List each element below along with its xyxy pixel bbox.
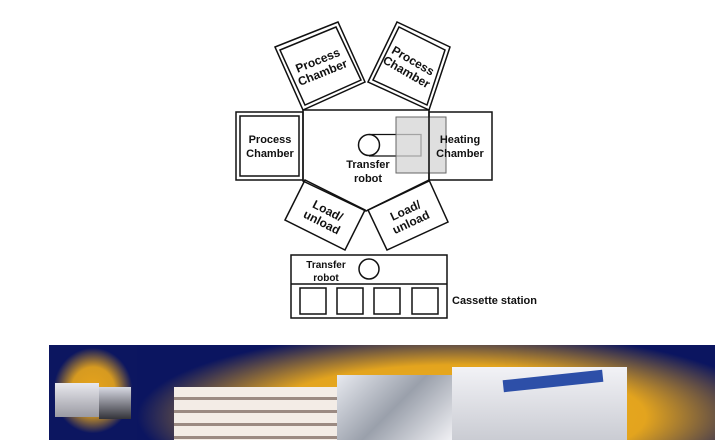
chamber-label: Chamber: [246, 148, 294, 160]
robot-label: Transfer: [306, 260, 346, 271]
robot-label: robot: [354, 173, 382, 185]
equipment-photo-small: [49, 345, 137, 440]
cassette-slot: [336, 287, 364, 315]
cassette-station: Transfer robot Cassette station: [290, 254, 537, 319]
chamber-label: Process: [249, 134, 292, 146]
cassette-slot: [411, 287, 439, 315]
process-chamber-left: Process Chamber: [235, 111, 304, 181]
load-unload-left: Load/ unload: [283, 178, 367, 252]
equipment-photo-large: [137, 345, 715, 440]
chamber-label: Chamber: [436, 148, 484, 160]
cluster-tool-diagram: Process Chamber Process Chamber Process …: [235, 21, 537, 319]
machine-shape: [174, 387, 339, 440]
wafer-shaded: [395, 116, 447, 174]
robot-label: Transfer: [346, 159, 390, 171]
chamber-label: Heating: [440, 134, 480, 146]
machine-shape: [55, 383, 99, 417]
transfer-robot-center: Transfer robot: [346, 116, 447, 185]
cassette-slot: [373, 287, 401, 315]
robot-hub: [357, 133, 381, 157]
heating-chamber: Heating Chamber: [428, 111, 493, 181]
cassette-station-label: Cassette station: [452, 295, 537, 307]
process-chamber-top-right: Process Chamber: [366, 21, 451, 112]
machine-shape: [99, 387, 131, 419]
robot-label: robot: [313, 273, 339, 284]
robot-hub: [358, 258, 380, 280]
load-unload-right: Load/ unload: [367, 178, 449, 251]
cassette-slot: [299, 287, 327, 315]
machine-shape: [337, 375, 452, 440]
process-chamber-top-left: Process Chamber: [273, 21, 366, 111]
